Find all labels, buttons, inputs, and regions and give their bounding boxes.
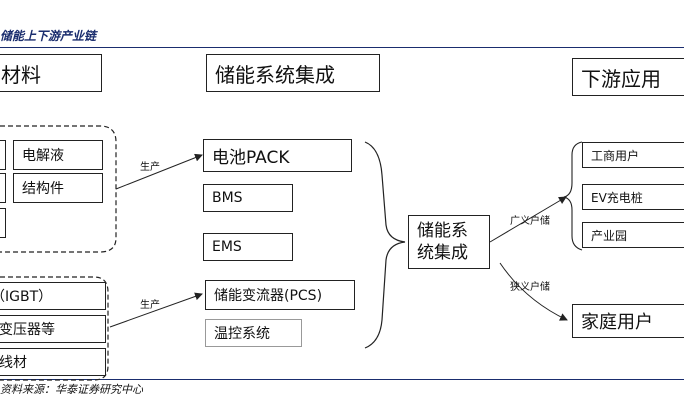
structural-parts-box: 结构件	[13, 173, 103, 203]
left-group1-frame	[0, 125, 117, 253]
produce-arrow-top	[115, 153, 203, 190]
thermal-control-box: 温控系统	[205, 319, 302, 347]
broad-label: 广义户储	[510, 216, 550, 227]
broad-arrow	[489, 196, 567, 243]
header-divider	[0, 47, 684, 48]
page-title: 储能上下游产业链	[0, 29, 97, 43]
pcs-box: 储能变流器(PCS)	[205, 280, 355, 310]
narrow-arrow	[499, 262, 568, 321]
center-line-1: 储能系	[417, 221, 468, 241]
downstream-heading: 下游应用	[572, 58, 684, 96]
bms-box: BMS	[203, 184, 293, 212]
left-cut-box-3	[0, 208, 6, 238]
left-cut-box-2	[0, 173, 6, 203]
produce-arrow-bottom	[109, 292, 203, 328]
produce-label-top: 生产	[140, 162, 160, 173]
materials-heading: 材料	[0, 54, 102, 92]
source-note: 资料来源：华泰证券研究中心	[0, 381, 143, 397]
household-user-box: 家庭用户	[572, 304, 684, 338]
battery-pack-box: 电池PACK	[203, 139, 352, 172]
source-text: 资料来源：华泰证券研究中心	[0, 383, 143, 396]
transformer-box: 变压器等	[0, 315, 106, 343]
right-brace	[563, 141, 583, 251]
footer-divider	[0, 379, 684, 380]
commercial-user-box: 工商用户	[582, 142, 684, 168]
industrial-park-box: 产业园	[582, 222, 684, 248]
center-line-2: 统集成	[417, 243, 468, 263]
ev-charging-box: EV充电桩	[582, 184, 684, 210]
left-group2-frame	[0, 276, 109, 381]
left-cut-box-1	[0, 140, 6, 170]
narrow-label: 狭义户储	[510, 282, 550, 293]
wire-box: 线材	[0, 348, 106, 376]
ems-box: EMS	[203, 233, 293, 261]
integration-center-box: 储能系 统集成	[408, 215, 490, 269]
electrolyte-box: 电解液	[13, 140, 103, 170]
middle-brace	[364, 141, 406, 349]
igbt-box: （IGBT）	[0, 282, 106, 310]
produce-label-bottom: 生产	[140, 300, 160, 311]
integration-heading: 储能系统集成	[206, 54, 380, 92]
